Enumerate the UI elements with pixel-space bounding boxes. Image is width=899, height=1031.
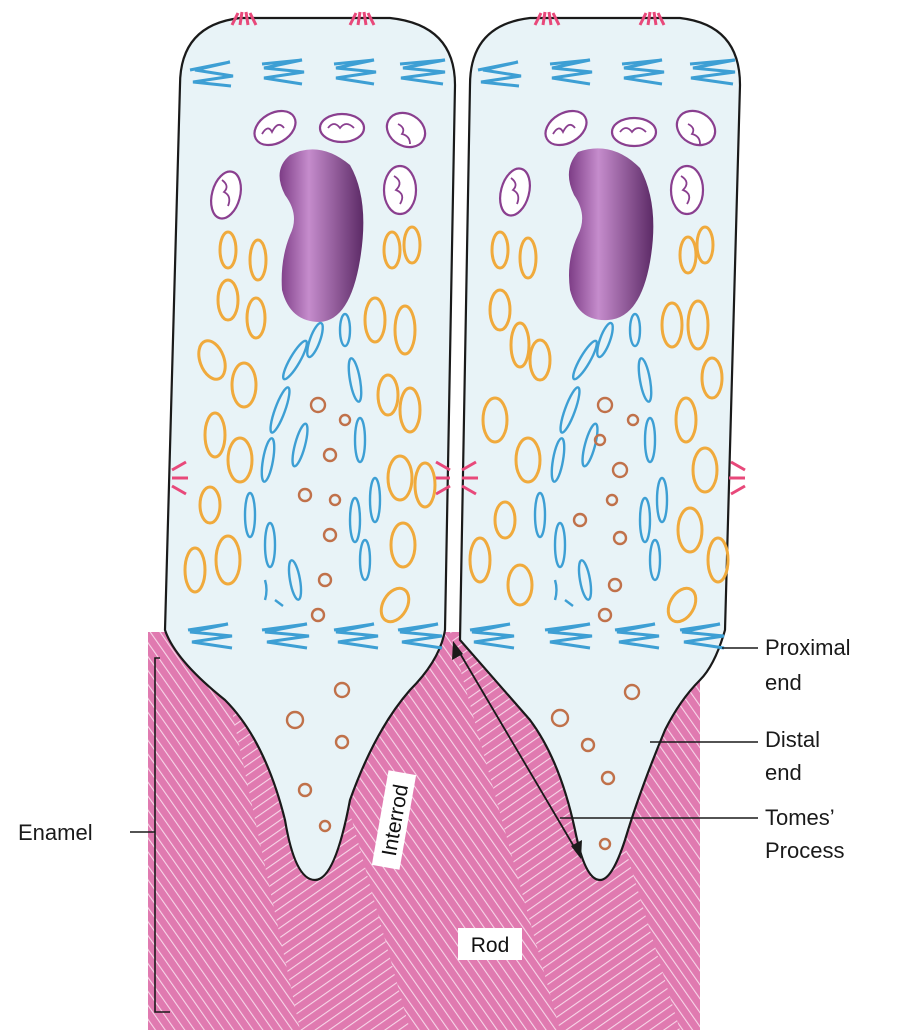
tomes-process-label-line1: Tomes’ bbox=[765, 805, 835, 830]
distal-end-label-line1: Distal bbox=[765, 727, 820, 752]
rod-label: Rod bbox=[471, 934, 510, 957]
tomes-process-label-line2: Process bbox=[765, 838, 844, 863]
proximal-end-label-line1: Proximal bbox=[765, 635, 851, 660]
distal-end-label-line2: end bbox=[765, 760, 802, 785]
right-labels: Proximal end Distal end Tomes’ Process bbox=[765, 635, 851, 863]
proximal-end-label-line2: end bbox=[765, 670, 802, 695]
enamel-label: Enamel bbox=[18, 820, 93, 845]
rod-label-group: Rod bbox=[458, 928, 522, 960]
